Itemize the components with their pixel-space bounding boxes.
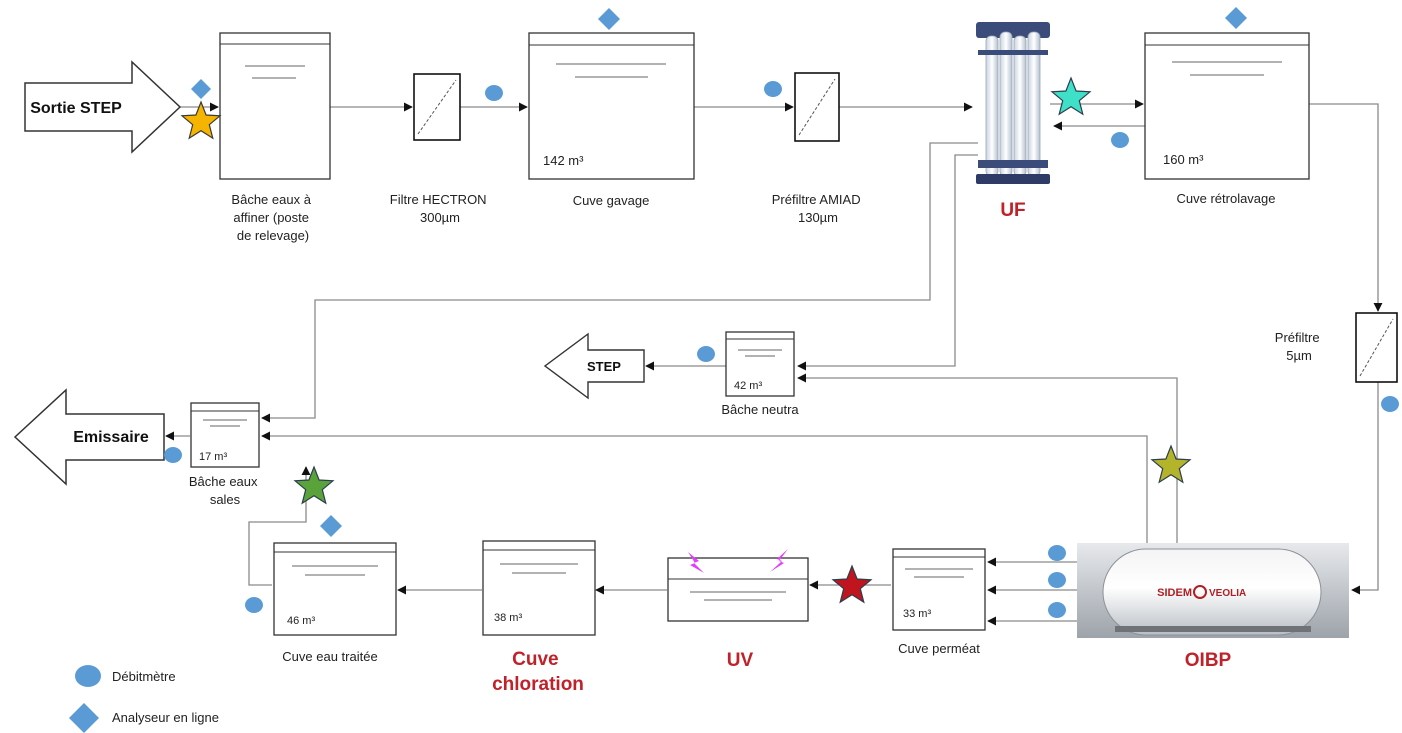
flow-meter-icon — [1111, 132, 1129, 148]
bache-neutra-volume: 42 m³ — [734, 380, 762, 392]
sortie-step-arrow: Sortie STEP — [24, 60, 182, 154]
analyser-icon — [1225, 7, 1247, 29]
prefiltre-amiad — [794, 72, 840, 142]
uv-reactor — [667, 549, 809, 622]
cuve-permeat-label: Cuve perméat — [898, 641, 980, 656]
pipe-retrolavage-to-prefiltre — [1309, 103, 1383, 312]
cuve-eau-traitee-tank: 46 m³ — [273, 542, 397, 636]
oibp-brand-right: VEOLIA — [1209, 588, 1246, 599]
legend-analyseur-icon — [69, 703, 99, 733]
step-output-label: STEP — [587, 359, 621, 374]
prefiltre-5um-label: Préfiltre 5µm — [1275, 330, 1323, 363]
sampling-stars — [180, 76, 1192, 604]
prefiltre-amiad-label: Préfiltre AMIAD 130µm — [772, 192, 864, 225]
pipe-oibp-to-bache-sales — [261, 431, 1148, 543]
cuve-gavage-volume: 142 m³ — [543, 153, 584, 168]
flow-meter-icon — [1048, 545, 1066, 561]
flow-meter-icon — [1381, 396, 1399, 412]
veolia-logo-icon — [1193, 585, 1207, 599]
cuve-permeat-volume: 33 m³ — [903, 608, 931, 620]
bache-affiner-tank — [219, 32, 331, 180]
cuve-eau-traitee-volume: 46 m³ — [287, 615, 315, 627]
emissaire-label: Emissaire — [73, 429, 149, 446]
bache-affiner-label: Bâche eaux à affiner (poste de relevage) — [231, 192, 314, 243]
uf-module-image — [976, 22, 1050, 184]
flow-meter-icon — [485, 85, 503, 101]
uv-label: UV — [727, 650, 754, 671]
analyser-icon — [191, 79, 211, 99]
pipe-oibp-to-neutra — [797, 373, 1178, 543]
cuve-chloration-tank: 38 m³ — [482, 540, 596, 636]
pipe-uf-to-neutra — [797, 154, 978, 371]
pipe-traitee-to-bache-sales — [248, 466, 311, 586]
online-analysers — [191, 7, 1247, 537]
flow-meter-icon — [164, 447, 182, 463]
uf-label: UF — [1000, 200, 1025, 221]
oibp-unit-image: SIDEM VEOLIA — [1077, 543, 1349, 638]
bache-neutra-label: Bâche neutra — [721, 402, 799, 417]
flow-meter-icon — [764, 81, 782, 97]
bache-neutra-tank: 42 m³ — [725, 331, 795, 397]
bache-eaux-sales-tank: 17 m³ — [190, 402, 260, 468]
legend-analyseur-label: Analyseur en ligne — [112, 710, 219, 725]
pipe-uf-to-bache-sales — [261, 142, 978, 423]
prefiltre-5um — [1355, 312, 1398, 383]
star-red-icon — [831, 564, 873, 604]
uv-lamp-icon — [770, 549, 788, 572]
cuve-gavage-label: Cuve gavage — [573, 193, 650, 208]
oibp-label: OIBP — [1185, 650, 1232, 671]
flow-meter-icon — [697, 346, 715, 362]
star-orange-icon — [180, 100, 222, 140]
bache-eaux-sales-label: Bâche eaux sales — [189, 474, 261, 507]
cuve-gavage-tank: 142 m³ — [528, 32, 695, 180]
uv-lamp-icon — [688, 552, 704, 573]
cuve-retrolavage-tank: 160 m³ — [1144, 32, 1310, 180]
cuve-retrolavage-volume: 160 m³ — [1163, 152, 1204, 167]
cuve-retrolavage-label: Cuve rétrolavage — [1177, 191, 1276, 206]
cuve-permeat-tank: 33 m³ — [892, 548, 986, 631]
bache-eaux-sales-volume: 17 m³ — [199, 451, 227, 463]
analyser-icon — [598, 8, 620, 30]
emissaire-output-arrow: Emissaire — [13, 388, 165, 486]
star-cyan-icon — [1050, 76, 1092, 116]
filtre-hectron — [413, 73, 461, 141]
flow-meters — [164, 81, 1399, 618]
analyser-icon — [320, 515, 342, 537]
sortie-step-label: Sortie STEP — [30, 100, 122, 117]
pipe-prefiltre-to-oibp — [1351, 382, 1379, 595]
flow-meter-icon — [1048, 572, 1066, 588]
cuve-eau-traitee-label: Cuve eau traitée — [282, 649, 377, 664]
cuve-chloration-label: Cuve chloration — [492, 649, 584, 695]
oibp-brand-left: SIDEM — [1157, 587, 1192, 599]
cuve-chloration-volume: 38 m³ — [494, 612, 522, 624]
star-olive-icon — [1150, 444, 1192, 484]
flow-meter-icon — [245, 597, 263, 613]
legend-debitmetre-label: Débitmètre — [112, 669, 176, 684]
step-output-arrow: STEP — [543, 332, 645, 400]
star-green-icon — [293, 465, 335, 505]
filtre-hectron-label: Filtre HECTRON 300µm — [390, 192, 490, 225]
flow-meter-icon — [1048, 602, 1066, 618]
legend-debitmetre-icon — [75, 665, 101, 687]
legend: Débitmètre Analyseur en ligne — [69, 665, 219, 733]
